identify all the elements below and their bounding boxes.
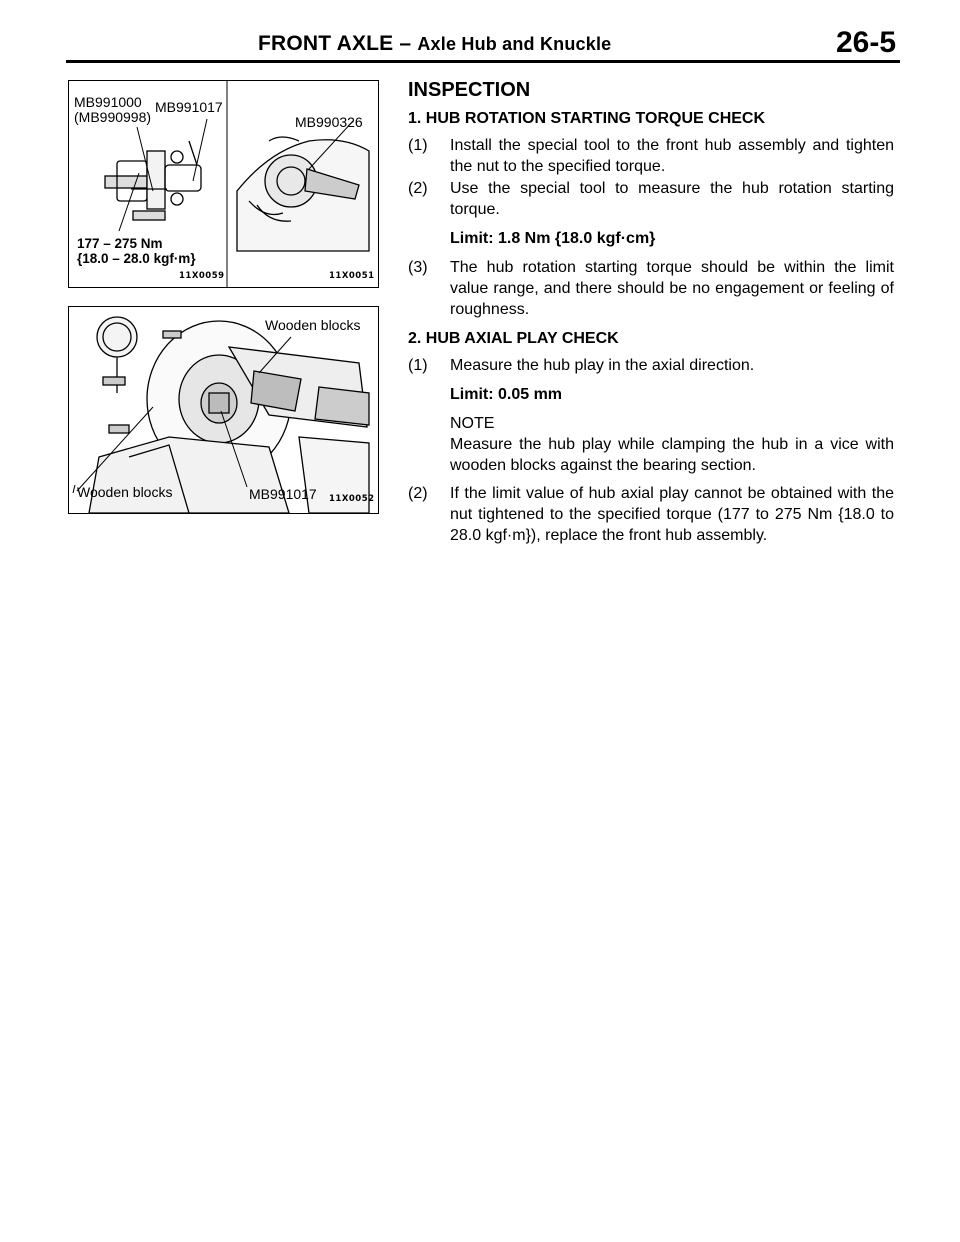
label-mb991017-fig2: MB991017 [249, 486, 317, 502]
inspection-heading: INSPECTION [408, 79, 531, 101]
note-text: Measure the hub play while clamping the … [450, 436, 894, 474]
label-wooden-blocks-bottom: Wooden blocks [77, 484, 173, 500]
header-title-sub: Axle Hub and Knuckle [417, 34, 612, 54]
section1-step1: (1) Install the special tool to the fron… [408, 135, 894, 177]
section1-limit: Limit: 1.8 Nm {18.0 kgf·cm} [450, 230, 656, 247]
step-text: If the limit value of hub axial play can… [450, 485, 894, 544]
figure-hub-axial-play: Wooden blocks Wooden blocks MB991017 11X… [68, 306, 379, 514]
step-text: Use the special tool to measure the hub … [450, 180, 894, 218]
section1-step3: (3) The hub rotation starting torque sho… [408, 257, 894, 320]
section1-title: 1. HUB ROTATION STARTING TORQUE CHECK [408, 110, 766, 127]
label-torque-kgf: {18.0 – 28.0 kgf·m} [77, 251, 196, 266]
section2-title: 2. HUB AXIAL PLAY CHECK [408, 330, 619, 347]
step-number: (2) [408, 485, 428, 502]
inspection-section: INSPECTION 1. HUB ROTATION STARTING TORQ… [408, 78, 894, 547]
label-wooden-blocks-top: Wooden blocks [265, 317, 361, 333]
step-text: Install the special tool to the front hu… [450, 137, 894, 175]
section2-note: NOTE Measure the hub play while clamping… [450, 413, 894, 476]
label-mb991000: MB991000 [74, 94, 142, 110]
step-number: (3) [408, 259, 428, 276]
step-number: (1) [408, 137, 428, 154]
header-title-main: FRONT AXLE – [258, 32, 412, 55]
figure-code-left: 11X0059 [179, 271, 225, 281]
step-number: (1) [408, 357, 428, 374]
label-mb991017: MB991017 [155, 99, 223, 115]
header-title: FRONT AXLE – Axle Hub and Knuckle [258, 32, 611, 56]
figure-axial-play-illustration [72, 316, 370, 513]
section2-step2: (2) If the limit value of hub axial play… [408, 483, 894, 546]
step-text: The hub rotation starting torque should … [450, 259, 894, 318]
header-divider [66, 60, 900, 63]
step-text: Measure the hub play in the axial direct… [450, 357, 755, 374]
figure-hub-torque-tools: MB991000 (MB990998) MB991017 MB990326 17… [68, 80, 379, 288]
section1-step2: (2) Use the special tool to measure the … [408, 178, 894, 220]
label-mb990326: MB990326 [295, 114, 363, 130]
figure-hub-torque-illustration [104, 81, 370, 287]
section2-step1: (1) Measure the hub play in the axial di… [408, 355, 894, 376]
page-number: 26-5 [835, 26, 896, 59]
step-number: (2) [408, 180, 428, 197]
section2-limit: Limit: 0.05 mm [450, 386, 563, 403]
figure-code-right: 11X0051 [329, 271, 375, 281]
label-torque-nm: 177 – 275 Nm [77, 236, 163, 251]
note-label: NOTE [450, 415, 495, 432]
figure-code-fig2: 11X0052 [329, 494, 375, 504]
label-mb990998: (MB990998) [74, 109, 152, 125]
